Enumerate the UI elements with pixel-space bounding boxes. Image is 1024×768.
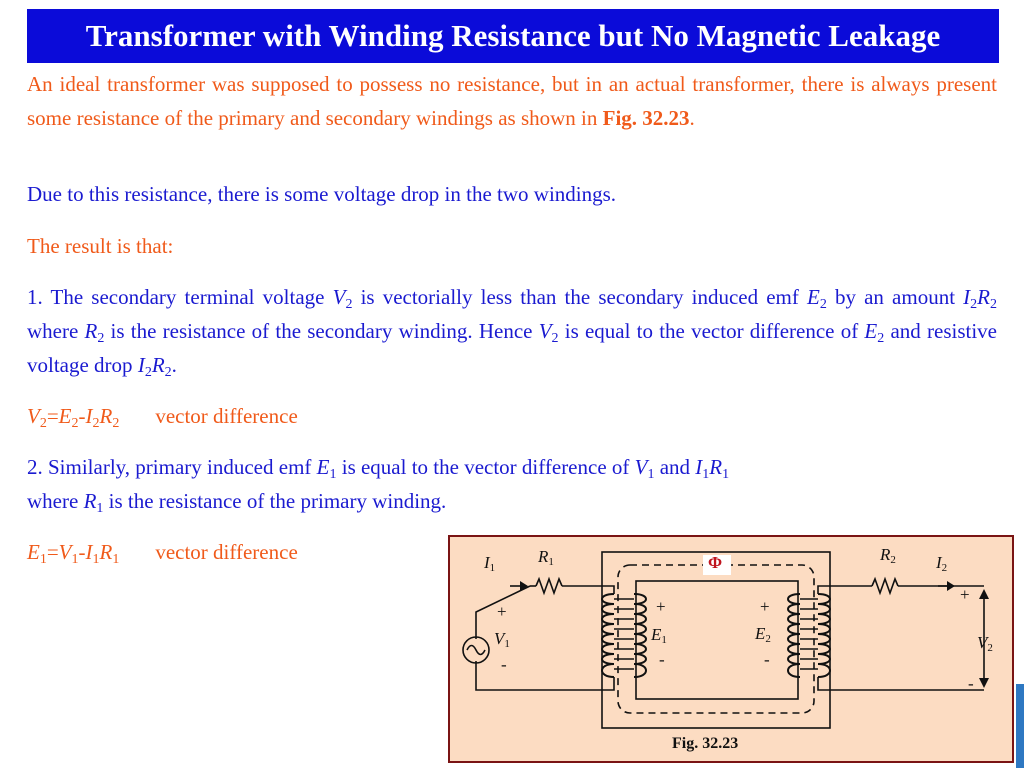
- v2-arrowhead-bottom: [979, 678, 989, 688]
- label-i2: I2: [936, 553, 948, 574]
- core-inner: [635, 580, 799, 700]
- label-phi: Φ: [708, 553, 723, 572]
- label-e2-minus: -: [764, 650, 770, 669]
- ac-source-wave: [466, 644, 486, 656]
- edge-decoration: [1016, 684, 1024, 768]
- label-i1: I1: [484, 553, 496, 574]
- resistor-r1: [535, 576, 563, 596]
- i1-arrowhead: [520, 581, 528, 591]
- phi-label-bg: [703, 555, 731, 575]
- label-v2-plus: +: [960, 585, 970, 604]
- voltage-drop-line: Due to this resistance, there is some vo…: [27, 182, 617, 206]
- v2-arrowhead-top: [979, 589, 989, 599]
- label-v1-plus: +: [497, 602, 507, 621]
- point-1-paragraph: 1. The secondary terminal voltage V2 is …: [27, 285, 997, 380]
- label-e2: E2: [755, 624, 771, 645]
- equation-v2-note: vector difference: [155, 404, 298, 428]
- label-r1: R1: [538, 547, 554, 568]
- label-v1-minus: -: [501, 655, 507, 674]
- label-v2: V2: [977, 633, 993, 654]
- label-e1-minus: -: [659, 650, 665, 669]
- intro-text: An ideal transformer was supposed to pos…: [27, 72, 997, 130]
- circuit-diagram: [462, 551, 989, 729]
- slide-title: Transformer with Winding Resistance but …: [27, 9, 999, 63]
- label-e1-plus: +: [656, 597, 666, 616]
- primary-coil: [601, 593, 647, 678]
- secondary-wire-b: [871, 576, 899, 596]
- primary-wire-a: [475, 585, 531, 639]
- intro-paragraph: An ideal transformer was supposed to pos…: [27, 67, 997, 135]
- label-r2: R2: [880, 545, 896, 566]
- primary-wire-c: [562, 585, 615, 594]
- intro-period: .: [689, 106, 695, 130]
- secondary-coil: [787, 593, 831, 678]
- flux-path: [617, 564, 815, 714]
- point-2-paragraph: 2. Similarly, primary induced emf E1 is …: [27, 455, 730, 516]
- secondary-wire-d: [817, 677, 984, 691]
- label-v2-minus: -: [968, 674, 974, 693]
- secondary-wire-a: [817, 585, 872, 594]
- ac-source: [462, 636, 490, 664]
- transformer-circuit-figure: I1 R1 + V1 - Φ + E1 - + E2 - R2 I2 + V2 …: [448, 535, 1014, 763]
- figure-caption: Fig. 32.23: [672, 735, 739, 752]
- equation-e1-note: vector difference: [155, 540, 298, 564]
- label-e2-plus: +: [760, 597, 770, 616]
- label-e1: E1: [651, 625, 667, 646]
- result-line: The result is that:: [27, 234, 174, 258]
- primary-wire-d: [475, 661, 615, 691]
- label-v1: V1: [494, 629, 510, 650]
- figure-reference: Fig. 32.23: [602, 106, 690, 130]
- i2-arrowhead: [947, 581, 955, 591]
